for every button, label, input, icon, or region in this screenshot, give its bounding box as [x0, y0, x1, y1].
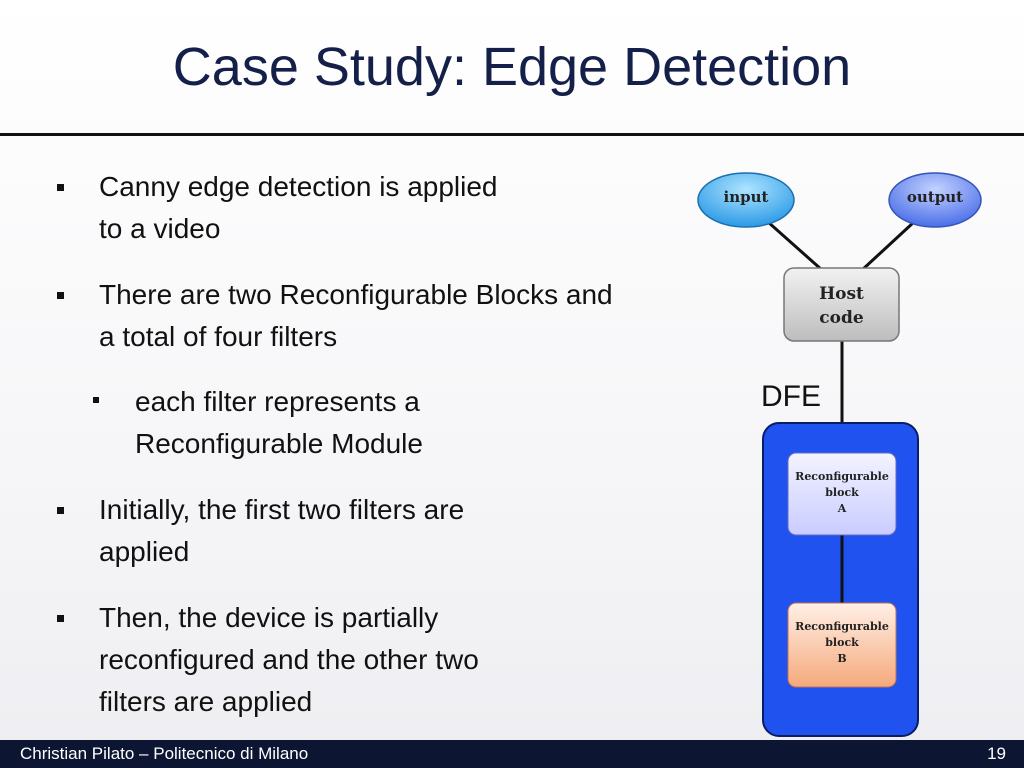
bullet-square-icon — [57, 184, 64, 191]
host-code-label: Host code — [784, 282, 899, 330]
reconfigurable-block-b — [787, 602, 897, 688]
input-node — [697, 172, 795, 228]
block-a-label-line: block — [825, 486, 859, 499]
bullet-square-icon — [57, 507, 64, 514]
reconfigurable-block-a — [787, 452, 897, 536]
block-a-label: Reconfigurable block A — [788, 469, 896, 517]
bullet-item: Then, the device is partially reconfigur… — [57, 597, 549, 723]
slide-title: Case Study: Edge Detection — [172, 37, 852, 97]
bullet-text: each filter represents a Reconfigurable … — [135, 386, 423, 459]
footer-author: Christian Pilato – Politecnico di Milano — [20, 744, 309, 763]
title-divider — [0, 133, 1024, 136]
bullet-square-icon — [57, 615, 64, 622]
page-number: 19 — [987, 744, 1006, 763]
bullet-text: Then, the device is partially reconfigur… — [99, 602, 479, 717]
input-to-host-connector — [767, 220, 823, 272]
footer-bar: Christian Pilato – Politecnico di Milano… — [0, 740, 1024, 768]
input-node-label: input — [723, 188, 769, 206]
output-node — [888, 172, 982, 228]
dfe-label: DFE — [761, 380, 821, 413]
bullet-square-icon — [57, 292, 64, 299]
sub-bullet-item: each filter represents a Reconfigurable … — [93, 381, 555, 465]
block-b-label-line: B — [837, 652, 847, 665]
bullet-text: Canny edge detection is applied to a vid… — [99, 171, 498, 244]
block-a-label-line: Reconfigurable — [795, 470, 889, 483]
block-b-label-line: block — [825, 636, 859, 649]
bullet-item: Canny edge detection is applied to a vid… — [57, 166, 519, 250]
bullet-item: There are two Reconfigurable Blocks and … — [57, 274, 619, 358]
host-label-line: Host — [819, 284, 864, 304]
host-code-box — [783, 267, 900, 342]
bullet-text: Initially, the first two filters are app… — [99, 494, 465, 567]
host-label-line: code — [819, 308, 864, 328]
bullet-text: There are two Reconfigurable Blocks and … — [99, 279, 613, 352]
block-b-label-line: Reconfigurable — [795, 620, 889, 633]
output-to-host-connector — [860, 220, 916, 272]
bullet-item: Initially, the first two filters are app… — [57, 489, 519, 573]
block-a-label-line: A — [837, 502, 847, 515]
output-node-label: output — [906, 188, 964, 206]
block-b-label: Reconfigurable block B — [788, 619, 896, 667]
bullet-square-icon — [93, 397, 99, 403]
